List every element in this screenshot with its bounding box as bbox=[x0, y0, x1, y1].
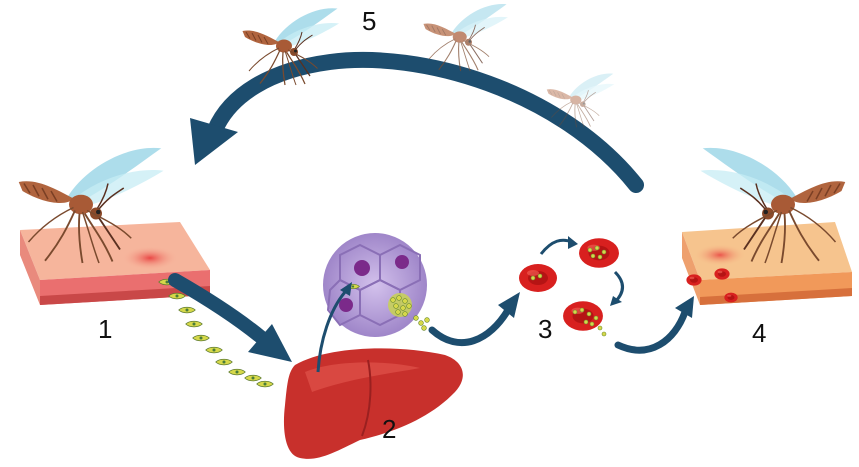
red-blood-cell-icon bbox=[519, 264, 557, 292]
step-label-5: 5 bbox=[362, 6, 376, 36]
arrow-2-to-3 bbox=[432, 292, 520, 343]
step-label-4: 4 bbox=[752, 318, 766, 348]
step-label-3: 3 bbox=[538, 314, 552, 344]
stage-3-blood-cycle bbox=[519, 236, 623, 336]
hepatocyte-cell-icon bbox=[323, 233, 429, 337]
step-label-1: 1 bbox=[98, 314, 112, 344]
return-arc-arrow bbox=[190, 60, 636, 185]
stage-1-skin bbox=[20, 222, 210, 305]
step-label-2: 2 bbox=[382, 414, 396, 444]
red-blood-cell-icon bbox=[579, 238, 619, 267]
liver-icon bbox=[284, 348, 463, 458]
arrow-3-to-4 bbox=[618, 296, 694, 350]
